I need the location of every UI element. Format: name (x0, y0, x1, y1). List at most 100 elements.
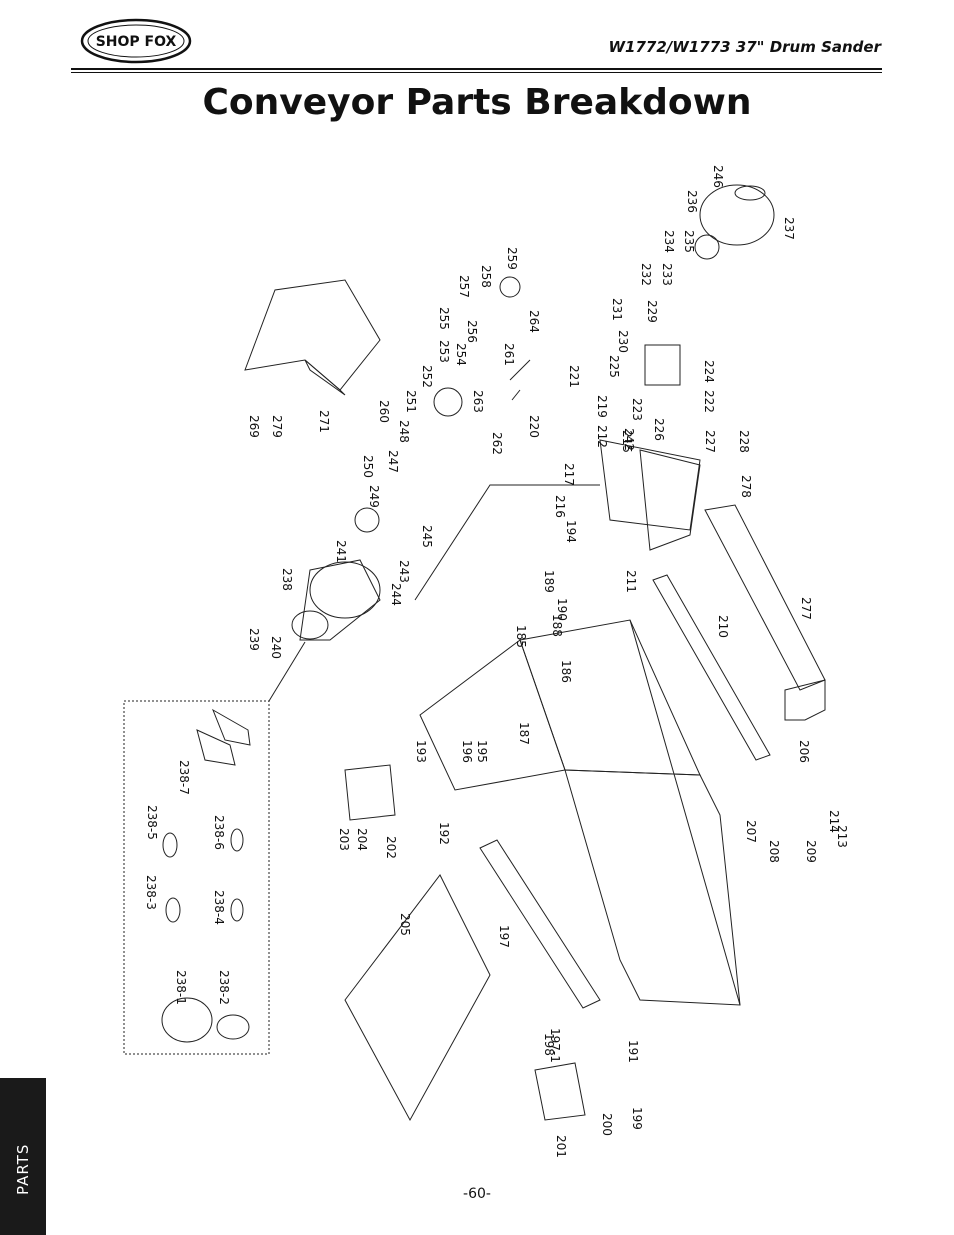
part-callout-206: 206 (797, 740, 811, 763)
part-callout-189: 189 (542, 570, 556, 593)
part-callout-199: 199 (630, 1107, 644, 1130)
part-callout-247: 247 (386, 450, 400, 473)
part-callout-257: 257 (457, 275, 471, 298)
part-callout-190: 190 (555, 598, 569, 621)
part-callout-240: 240 (269, 636, 283, 659)
inset-box (123, 700, 270, 1055)
part-callout-228: 228 (737, 430, 751, 453)
page-number: -60- (463, 1186, 491, 1202)
brand-logo-text: SHOP FOX (96, 34, 177, 50)
part-callout-195: 195 (475, 740, 489, 763)
part-callout-238-1: 238-1 (174, 970, 188, 1005)
part-callout-248: 248 (397, 420, 411, 443)
part-callout-185: 185 (514, 625, 528, 648)
part-callout-277: 277 (799, 597, 813, 620)
part-callout-200: 200 (600, 1113, 614, 1136)
part-callout-230: 230 (616, 330, 630, 353)
part-callout-238-4: 238-4 (212, 890, 226, 925)
part-callout-252: 252 (420, 365, 434, 388)
part-callout-193: 193 (414, 740, 428, 763)
part-callout-205: 205 (398, 913, 412, 936)
part-callout-192: 192 (437, 822, 451, 845)
part-callout-227: 227 (703, 430, 717, 453)
part-callout-233: 233 (660, 263, 674, 286)
part-callout-197: 197 (497, 925, 511, 948)
part-callout-245: 245 (420, 525, 434, 548)
part-callout-254: 254 (454, 343, 468, 366)
part-callout-256: 256 (465, 320, 479, 343)
part-callout-202: 202 (384, 836, 398, 859)
part-callout-186: 186 (559, 660, 573, 683)
part-callout-231: 231 (610, 298, 624, 321)
part-callout-208: 208 (767, 840, 781, 863)
model-title: W1772/W1773 37" Drum Sander (608, 38, 882, 56)
part-callout-191: 191 (626, 1040, 640, 1063)
part-callout-242: 242 (622, 428, 636, 451)
part-callout-246: 246 (711, 165, 725, 188)
part-callout-237: 237 (782, 217, 796, 240)
part-callout-194: 194 (564, 520, 578, 543)
page-title: Conveyor Parts Breakdown (202, 82, 752, 123)
part-callout-249: 249 (367, 485, 381, 508)
part-callout-216: 216 (553, 495, 567, 518)
part-callout-250: 250 (361, 455, 375, 478)
part-callout-217: 217 (562, 463, 576, 486)
part-callout-238-5: 238-5 (145, 805, 159, 840)
part-callout-224: 224 (702, 360, 716, 383)
part-callout-232: 232 (639, 263, 653, 286)
part-callout-239: 239 (247, 628, 261, 651)
part-callout-259: 259 (505, 247, 519, 270)
part-callout-211: 211 (624, 570, 638, 593)
part-callout-271: 271 (317, 410, 331, 433)
part-callout-243: 243 (397, 560, 411, 583)
part-callout-253: 253 (437, 340, 451, 363)
header-rule-thin (71, 72, 882, 73)
part-callout-225: 225 (607, 355, 621, 378)
part-callout-196: 196 (460, 740, 474, 763)
part-callout-209: 209 (804, 840, 818, 863)
part-callout-263: 263 (471, 390, 485, 413)
part-callout-258: 258 (479, 265, 493, 288)
part-callout-222: 222 (702, 390, 716, 413)
part-callout-278: 278 (739, 475, 753, 498)
part-callout-251: 251 (404, 390, 418, 413)
part-callout-212: 212 (595, 425, 609, 448)
part-callout-260: 260 (377, 400, 391, 423)
part-callout-238-6: 238-6 (212, 815, 226, 850)
part-callout-236: 236 (685, 190, 699, 213)
part-callout-255: 255 (437, 307, 451, 330)
part-callout-203: 203 (337, 828, 351, 851)
part-callout-187: 187 (517, 722, 531, 745)
part-callout-238: 238 (280, 568, 294, 591)
part-callout-269: 269 (247, 415, 261, 438)
part-callout-226: 226 (652, 418, 666, 441)
part-callout-262: 262 (490, 432, 504, 455)
part-callout-279: 279 (270, 415, 284, 438)
part-callout-223: 223 (630, 398, 644, 421)
part-callout-214: 214 (827, 810, 841, 833)
part-callout-201: 201 (554, 1135, 568, 1158)
part-callout-234: 234 (662, 230, 676, 253)
part-callout-220: 220 (527, 415, 541, 438)
section-tab (0, 1078, 46, 1235)
part-callout-210: 210 (716, 615, 730, 638)
part-callout-235: 235 (682, 230, 696, 253)
part-callout-241: 241 (334, 540, 348, 563)
part-callout-219: 219 (595, 395, 609, 418)
part-callout-197-1: 197-1 (548, 1028, 562, 1063)
part-callout-244: 244 (389, 583, 403, 606)
part-callout-261: 261 (502, 343, 516, 366)
shop-fox-logo: SHOP FOX (80, 18, 192, 64)
part-callout-238-2: 238-2 (217, 970, 231, 1005)
part-callout-207: 207 (744, 820, 758, 843)
part-callout-264: 264 (527, 310, 541, 333)
part-callout-229: 229 (645, 300, 659, 323)
part-callout-188: 188 (550, 614, 564, 637)
part-callout-215: 215 (620, 430, 634, 453)
part-callout-238-7: 238-7 (177, 760, 191, 795)
part-callout-221: 221 (567, 365, 581, 388)
part-callout-238-3: 238-3 (144, 875, 158, 910)
header-rule (71, 68, 882, 70)
